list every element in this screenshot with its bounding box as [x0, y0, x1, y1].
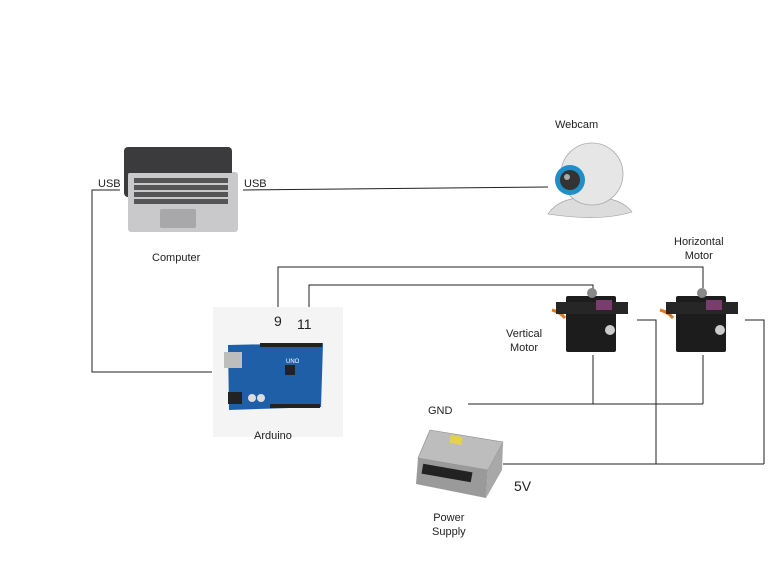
wires [91, 186, 765, 465]
vertical-motor-label-line2: Motor [509, 342, 539, 354]
arduino-icon: UNO [213, 307, 343, 437]
power-supply-label: Power Supply [432, 511, 466, 539]
vertical-motor-label-line1: Vertical [506, 328, 543, 340]
5v-horizontal-motor [745, 319, 765, 464]
svg-text:UNO: UNO [286, 359, 300, 365]
power-supply-label-line2: Supply [432, 526, 466, 538]
arduino-label: Arduino [254, 430, 292, 442]
pin-9-label: 9 [274, 313, 282, 329]
gnd-label: GND [428, 405, 453, 417]
horizontal-motor-label: Horizontal Motor [674, 235, 724, 263]
usb-right-label: USB [244, 178, 267, 190]
computer-icon [124, 147, 238, 232]
webcam-icon [547, 142, 633, 218]
power-supply-icon [416, 429, 504, 498]
computer-label: Computer [152, 252, 201, 264]
horizontal-motor-label-line1: Horizontal [674, 236, 724, 248]
5v-vertical-motor [637, 319, 657, 464]
pin11-wire [308, 284, 594, 310]
5v-label: 5V [514, 478, 532, 494]
horizontal-motor-icon [659, 288, 738, 352]
usb-left-label: USB [98, 178, 121, 190]
usb-wire-webcam [242, 186, 549, 191]
power-supply-label-line1: Power [433, 512, 465, 524]
vertical-motor-label: Vertical Motor [506, 327, 542, 355]
vertical-motor-icon [551, 288, 628, 352]
webcam-label: Webcam [555, 119, 599, 131]
horizontal-motor-label-line2: Motor [684, 250, 713, 262]
pin9-wire [277, 266, 704, 310]
usb-wire-arduino [91, 189, 212, 373]
pin-11-label: 11 [297, 316, 312, 332]
